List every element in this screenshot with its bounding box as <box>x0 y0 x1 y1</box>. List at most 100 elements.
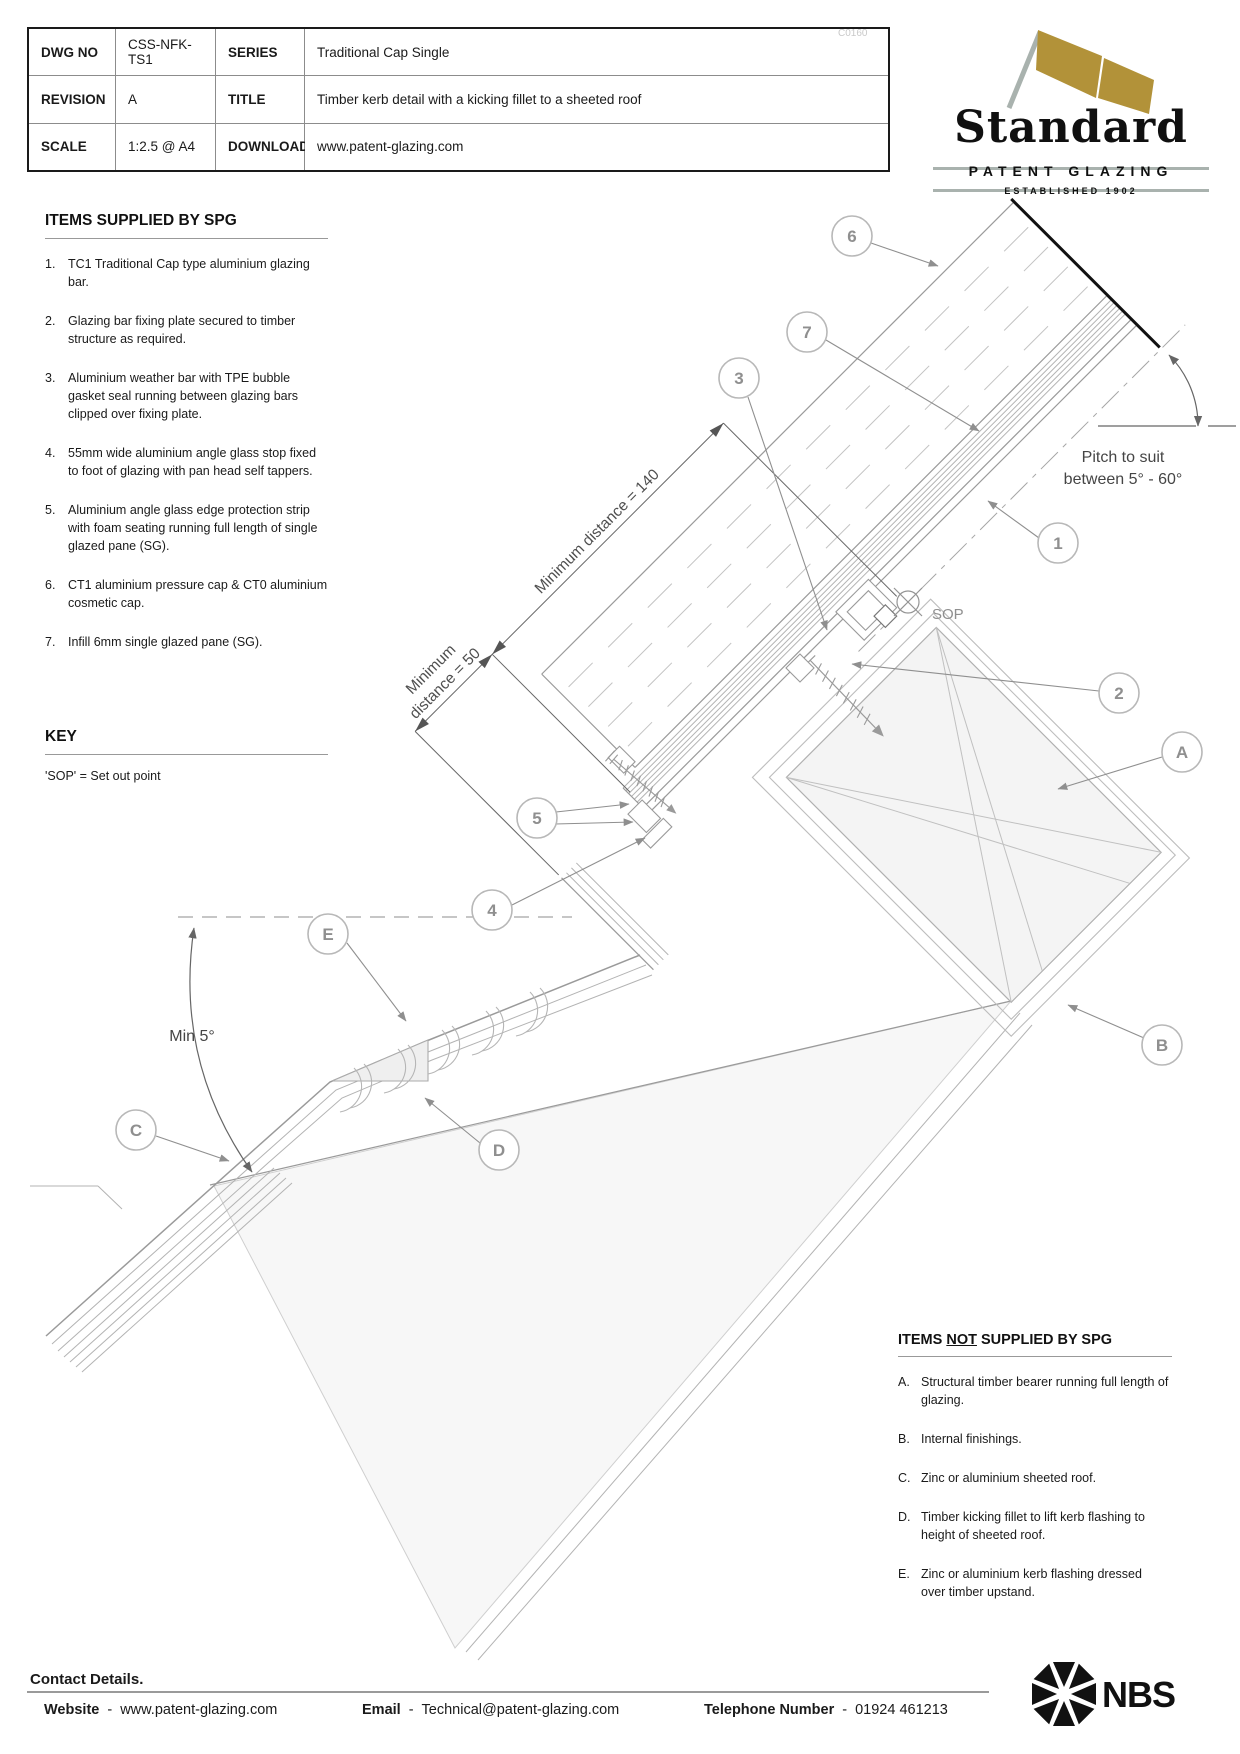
weather-bar-end <box>607 745 636 774</box>
nbs-wordmark: NBS <box>1102 1674 1176 1715</box>
svg-text:2: 2 <box>1114 684 1123 703</box>
download-label: DOWNLOAD <box>216 123 309 170</box>
section-divider <box>898 1356 1172 1357</box>
website-label: Website <box>44 1702 100 1718</box>
logo-rule-top <box>933 167 1209 170</box>
scale-label: SCALE <box>29 123 115 170</box>
roof-ribs <box>339 987 549 1113</box>
callout-balloon-C: C <box>115 1109 157 1151</box>
svg-text:3: 3 <box>734 369 743 388</box>
kerb-upstand-face <box>561 877 654 971</box>
nbs-flower-icon <box>1032 1662 1096 1726</box>
supplied-item-1: 1. TC1 Traditional Cap type aluminium gl… <box>45 257 310 289</box>
footer-divider <box>27 1691 989 1693</box>
callout-balloon-5: 5 <box>516 797 558 839</box>
pitch-label-line2: between 5° - 60° <box>1064 471 1183 488</box>
dimension-lines <box>414 422 898 876</box>
kicking-fillet <box>331 1039 429 1082</box>
supplied-item-5: 5. Aluminium angle glass edge protection… <box>45 503 318 553</box>
callout-balloon-D: D <box>478 1129 520 1171</box>
callout-balloon-2: 2 <box>1098 672 1140 714</box>
items-not-supplied-heading: ITEMS NOT SUPPLIED BY SPG <box>898 1332 1113 1348</box>
fixing-washer <box>785 653 815 683</box>
min-pitch-detail <box>178 916 572 1173</box>
phone-value: 01924 461213 <box>855 1702 948 1718</box>
key-heading: KEY <box>45 728 77 745</box>
callout-balloon-A: A <box>1161 731 1203 773</box>
svg-text:C: C <box>130 1121 142 1140</box>
callout-balloon-7: 7 <box>786 311 828 353</box>
revision-label: REVISION <box>29 76 115 123</box>
svg-text:7: 7 <box>802 323 811 342</box>
not-supplied-item-A: A. Structural timber bearer running full… <box>898 1375 1169 1407</box>
sheeted-roof <box>30 954 653 1373</box>
series-value: Traditional Cap Single <box>305 29 888 76</box>
logo-established: ESTABLISHED 1902 <box>1004 186 1138 196</box>
not-supplied-item-B: B. Internal finishings. <box>898 1432 1022 1446</box>
fixing-screw <box>799 650 884 737</box>
supplied-item-2: 2. Glazing bar fixing plate secured to t… <box>45 314 296 346</box>
key-section: KEY 'SOP' = Set out point <box>45 728 328 783</box>
supplied-item-4: 4. 55mm wide aluminium angle glass stop … <box>45 446 317 478</box>
contact-details-heading: Contact Details. <box>30 1671 144 1688</box>
dwg-no-label: DWG NO <box>29 29 115 76</box>
glazing-assembly: Minimum distance = 140 Minimum distance … <box>403 197 1191 1037</box>
supplied-item-7: 7. Infill 6mm single glazed pane (SG). <box>45 635 263 649</box>
series-label: SERIES <box>216 29 304 76</box>
interior-void <box>209 1000 1033 1661</box>
angle-glass-stop <box>627 799 662 834</box>
company-logo: Standard PATENT GLAZING ESTABLISHED 1902 <box>925 20 1217 196</box>
not-supplied-item-E: E. Zinc or aluminium kerb flashing dress… <box>898 1567 1142 1599</box>
title-value: Timber kerb detail with a kicking fillet… <box>305 76 888 123</box>
items-not-supplied-section: ITEMS NOT SUPPLIED BY SPG A. Structural … <box>898 1332 1172 1622</box>
section-cut-line <box>1010 197 1161 349</box>
email-label: Email <box>362 1702 401 1718</box>
items-supplied-heading: ITEMS SUPPLIED BY SPG <box>45 212 237 229</box>
key-text: 'SOP' = Set out point <box>45 769 161 783</box>
callout-balloon-B: B <box>1141 1024 1183 1066</box>
supplied-item-6: 6. CT1 aluminium pressure cap & CT0 alum… <box>45 578 328 610</box>
sop-label: SOP <box>932 606 964 623</box>
callout-balloon-E: E <box>307 913 349 955</box>
not-supplied-item-D: D. Timber kicking fillet to lift kerb fl… <box>898 1510 1145 1542</box>
not-supplied-item-C: C. Zinc or aluminium sheeted roof. <box>898 1471 1097 1485</box>
items-supplied-section: ITEMS SUPPLIED BY SPG 1. TC1 Traditional… <box>45 212 328 672</box>
logo-wordmark: Standard <box>954 102 1188 153</box>
logo-subtitle: PATENT GLAZING <box>968 163 1174 179</box>
title-block-table: DWG NO CSS-NFK-TS1 SERIES Traditional Ca… <box>27 27 890 172</box>
watermark-code: C0160 <box>838 28 868 39</box>
svg-text:B: B <box>1156 1036 1168 1055</box>
download-value: www.patent-glazing.com <box>305 123 888 170</box>
callout-balloon-6: 6 <box>831 215 873 257</box>
svg-text:5: 5 <box>532 809 541 828</box>
svg-text:A: A <box>1176 743 1188 762</box>
callout-balloon-4: 4 <box>471 889 513 931</box>
svg-text:1: 1 <box>1053 534 1062 553</box>
pitch-label-line1: Pitch to suit <box>1082 449 1165 466</box>
roof-deck-line <box>209 1000 1012 1186</box>
pitch-angle-detail <box>1098 354 1236 427</box>
website-value: www.patent-glazing.com <box>120 1702 278 1718</box>
callout-balloon-3: 3 <box>718 357 760 399</box>
callout-balloon-1: 1 <box>1037 522 1079 564</box>
nbs-logo: NBS <box>1030 1652 1210 1742</box>
callout-leaders <box>155 242 1163 1162</box>
footer-phone: Telephone Number-01924 461213 <box>704 1702 948 1718</box>
footer-website: Website-www.patent-glazing.com <box>44 1702 278 1718</box>
supplied-item-3: 3. Aluminium weather bar with TPE bubble… <box>45 371 299 421</box>
pan-head-tapper-screw <box>604 750 677 814</box>
scale-value: 1:2.5 @ A4 <box>116 123 215 170</box>
footer-email: Email-Technical@patent-glazing.com <box>362 1702 620 1718</box>
phone-label: Telephone Number <box>704 1702 835 1718</box>
pressure-cap-top <box>541 201 1015 675</box>
dim-140-label: Minimum distance = 140 <box>532 466 663 597</box>
svg-text:E: E <box>322 925 333 944</box>
svg-text:6: 6 <box>847 227 856 246</box>
revision-value: A <box>116 76 215 123</box>
internal-finish-outline <box>751 598 1191 1037</box>
dwg-no-value: CSS-NFK-TS1 <box>116 29 215 76</box>
svg-text:D: D <box>493 1141 505 1160</box>
glass-pane-lines <box>622 299 1127 803</box>
